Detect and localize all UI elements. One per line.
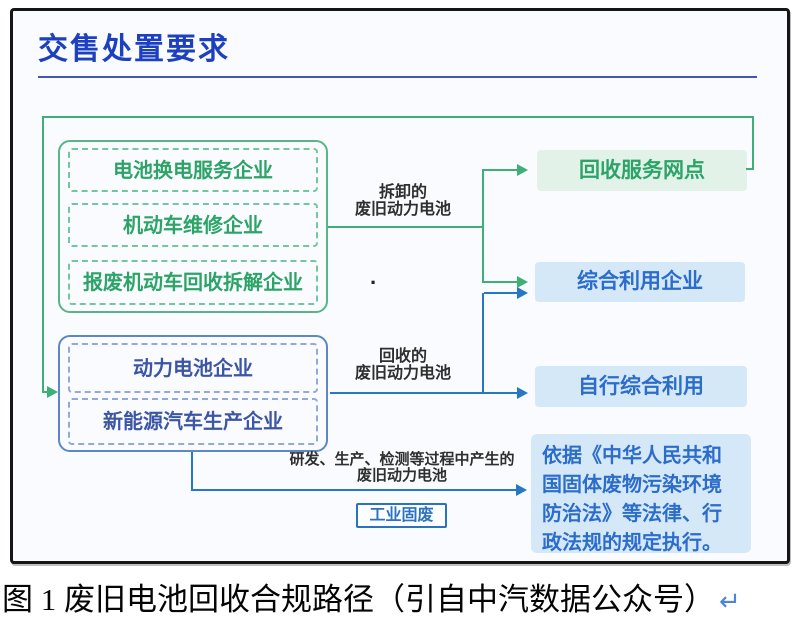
blue-line-to-company [484, 292, 518, 294]
edge-label-dismantled-line2: 废旧动力电池 [354, 201, 451, 218]
stray-dot: · [370, 270, 378, 295]
green-loop-left-line [42, 116, 44, 393]
figure-caption-text: 图 1 废旧电池回收合规路径（引自中汽数据公众号） [2, 582, 715, 617]
green-line-to-network [484, 169, 518, 171]
industrial-solid-waste-tag: 工业固废 [356, 503, 447, 528]
target-self-use-box: 自行综合利用 [535, 366, 747, 407]
green-loop-hook-line [746, 168, 754, 170]
source-group-box [58, 140, 328, 313]
edge-label-recycled-line1: 回收的 [378, 348, 427, 365]
producer-bottom-vertical-line [191, 452, 193, 491]
edge-label-dismantled: 拆卸的 废旧动力电池 [328, 184, 478, 218]
source-item-battery-swap: 电池换电服务企业 [68, 148, 318, 192]
target-recycle-network-box: 回收服务网点 [537, 150, 747, 191]
return-mark-icon: ↵ [719, 587, 741, 617]
blue-arrowhead-to-legal [516, 484, 527, 496]
edge-label-dismantled-line1: 拆卸的 [378, 184, 427, 201]
green-line-to-company [484, 281, 518, 283]
green-arrowhead-to-company [517, 276, 528, 288]
title-underline [38, 76, 757, 78]
producer-bottom-horizontal-line [191, 489, 517, 491]
green-loop-right-line [752, 116, 754, 170]
blue-branch-line [482, 293, 484, 392]
blue-arrowhead-to-self-use [517, 387, 528, 399]
green-loop-top-line [42, 116, 754, 118]
edge-label-produced-line2: 废旧动力电池 [356, 467, 447, 484]
edge-label-recycled-line2: 废旧动力电池 [354, 365, 451, 382]
producer-group-box [58, 335, 328, 452]
green-arrowhead-to-network [517, 164, 528, 176]
green-branch-line [482, 169, 484, 283]
source-item-vehicle-repair: 机动车维修企业 [68, 203, 318, 247]
blue-mid-line [330, 392, 518, 394]
producer-item-battery-company: 动力电池企业 [68, 343, 318, 393]
green-arrowhead-to-producers [47, 386, 58, 398]
source-item-scrap-dismantle: 报废机动车回收拆解企业 [68, 260, 318, 305]
edge-label-produced: 研发、生产、检测等过程中产生的 废旧动力电池 [282, 452, 522, 484]
legal-basis-box: 依据《中华人民共和国固体废物污染环境防治法》等法律、行政法规的规定执行。 [531, 434, 751, 554]
page-title: 交售处置要求 [38, 33, 230, 66]
producer-item-nev-maker: 新能源汽车生产企业 [68, 398, 318, 445]
edge-label-recycled: 回收的 废旧动力电池 [328, 348, 478, 382]
figure-caption: 图 1 废旧电池回收合规路径（引自中汽数据公众号）↵ [2, 574, 741, 619]
blue-arrowhead-to-company [517, 287, 528, 299]
green-mid-line [328, 226, 484, 228]
edge-label-produced-line1: 研发、生产、检测等过程中产生的 [289, 451, 515, 468]
target-comprehensive-company-box: 综合利用企业 [535, 262, 745, 302]
